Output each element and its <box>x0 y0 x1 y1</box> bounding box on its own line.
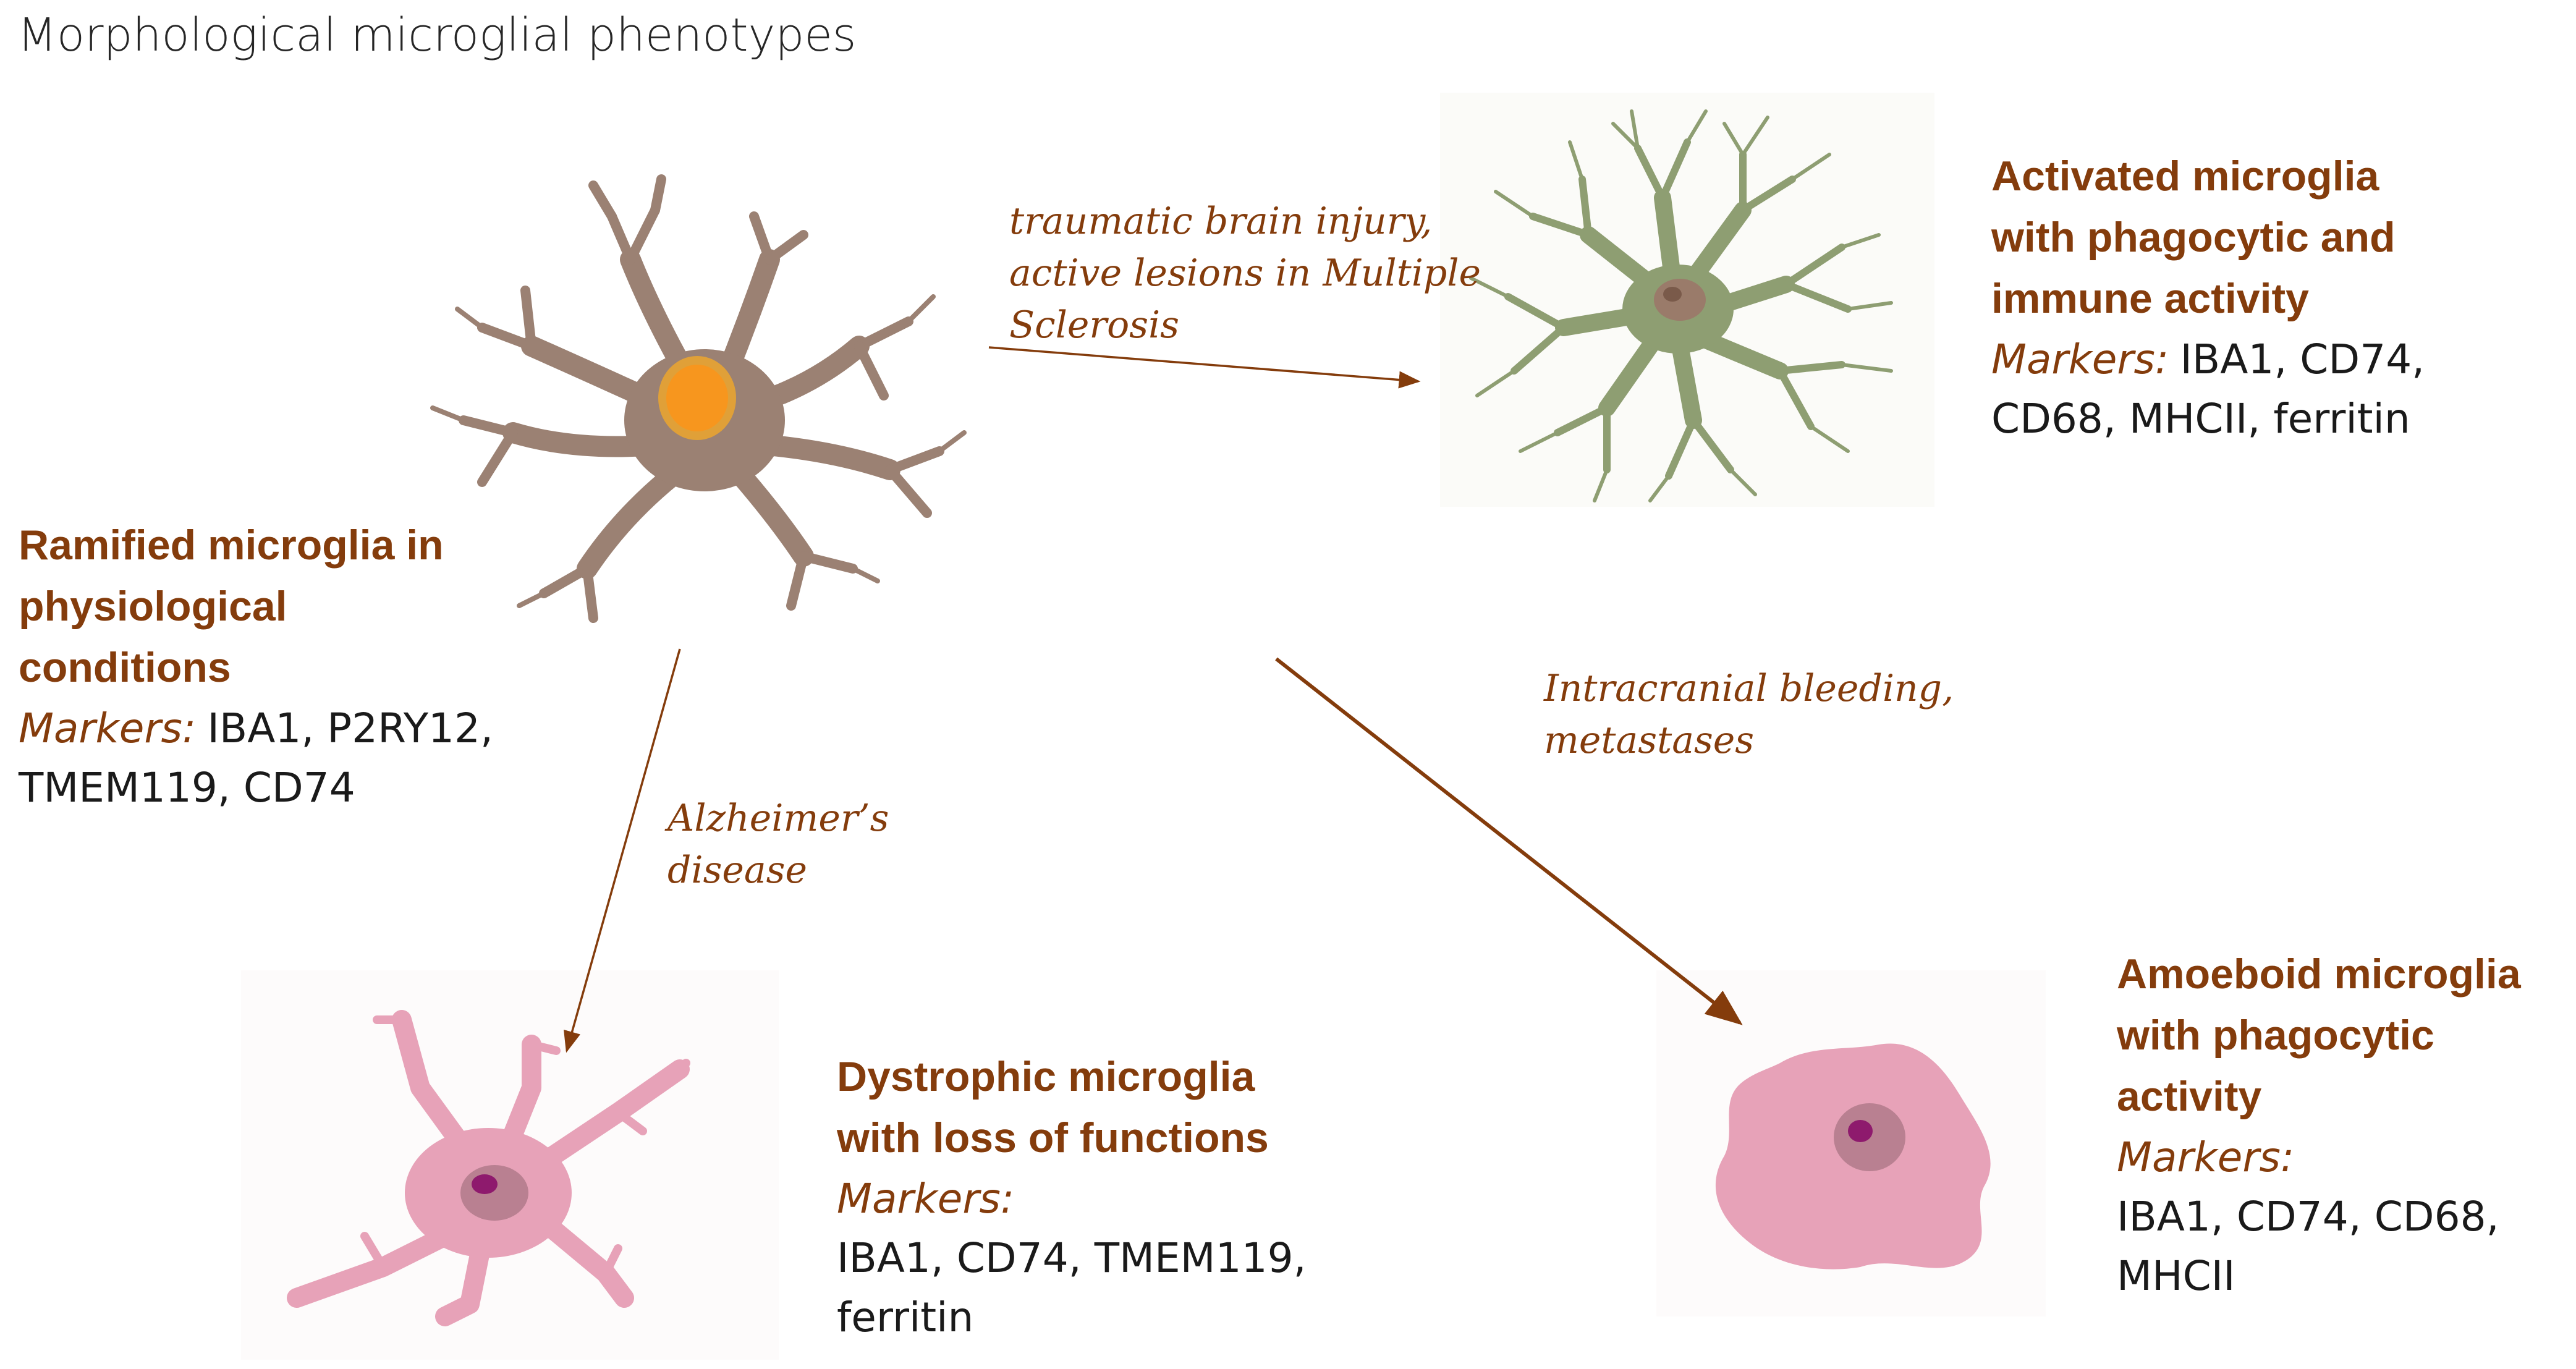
ramified-title-line: conditions <box>19 644 231 691</box>
ramified-markers-values: IBA1, P2RY12, <box>207 705 494 752</box>
activated-microglia-icon <box>1469 109 1893 502</box>
dystrophic-title-line: Dystrophic microglia <box>837 1053 1255 1100</box>
condition-label-to-activated: traumatic brain injury, active lesions i… <box>1009 195 1481 351</box>
amoeboid-microglia-icon <box>1715 1043 1991 1269</box>
ramified-title-line: physiological <box>19 583 287 630</box>
dystrophic-markers: Markers: <box>837 1169 1307 1229</box>
ramified-markers-values: TMEM119, CD74 <box>19 764 355 812</box>
activated-markers-values: CD68, MHCII, ferritin <box>1991 395 2410 443</box>
arrow-ramified-to-amoeboid <box>1275 657 1743 1025</box>
condition-line: active lesions in Multiple <box>1009 252 1481 295</box>
ramified-markers: Markers: IBA1, P2RY12, <box>19 698 493 758</box>
condition-label-to-amoeboid: Intracranial bleeding, metastases <box>1544 663 1954 766</box>
condition-line: Intracranial bleeding, <box>1544 667 1954 710</box>
dystrophic-markers-values: ferritin <box>837 1294 974 1341</box>
activated-title: Activated microglia with phagocytic and … <box>1991 146 2425 329</box>
activated-markers: Markers: IBA1, CD74, <box>1991 329 2425 389</box>
ramified-label: Ramified microglia in physiological cond… <box>19 515 493 818</box>
arrow-ramified-to-dystrophic <box>564 648 681 1053</box>
amoeboid-title: Amoeboid microglia with phagocytic activ… <box>2117 944 2576 1127</box>
ramified-microglia-icon <box>430 174 967 623</box>
arrow-ramified-to-activated <box>988 346 1421 389</box>
amoeboid-markers-values: IBA1, CD74, CD68, MHCII <box>2117 1193 2499 1300</box>
dystrophic-title-line: with loss of functions <box>837 1114 1269 1161</box>
amoeboid-title-line: with phagocytic <box>2117 1012 2434 1059</box>
activated-markers-label: Markers: <box>1991 336 2169 383</box>
amoeboid-markers: Markers: <box>2117 1127 2576 1187</box>
ramified-markers-label: Markers: <box>19 705 197 752</box>
amoeboid-title-line: activity <box>2117 1073 2262 1120</box>
dystrophic-label: Dystrophic microglia with loss of functi… <box>837 1046 1307 1347</box>
amoeboid-markers-label: Markers: <box>2117 1134 2295 1181</box>
dystrophic-microglia-icon <box>287 1010 690 1326</box>
activated-markers-values: IBA1, CD74, <box>2180 336 2425 383</box>
activated-title-line: immune activity <box>1991 275 2309 322</box>
dystrophic-markers-values: IBA1, CD74, TMEM119, <box>837 1234 1307 1282</box>
condition-line: traumatic brain injury, <box>1009 200 1433 243</box>
activated-label: Activated microglia with phagocytic and … <box>1991 146 2425 449</box>
page-title: Morphological microglial phenotypes <box>17 9 857 62</box>
activated-title-line: Activated microglia <box>1991 153 2379 200</box>
condition-line: metastases <box>1544 719 1755 762</box>
condition-label-to-dystrophic: Alzheimer’s disease <box>667 792 889 896</box>
condition-line: Sclerosis <box>1009 303 1179 347</box>
dystrophic-markers-label: Markers: <box>837 1175 1015 1223</box>
activated-title-line: with phagocytic and <box>1991 214 2396 261</box>
condition-line: disease <box>667 849 807 892</box>
ramified-title: Ramified microglia in physiological cond… <box>19 515 493 698</box>
amoeboid-label: Amoeboid microglia with phagocytic activ… <box>2117 944 2576 1306</box>
condition-line: Alzheimer’s <box>667 797 889 840</box>
amoeboid-title-line: Amoeboid microglia <box>2117 951 2521 998</box>
ramified-title-line: Ramified microglia in <box>19 522 444 569</box>
dystrophic-title: Dystrophic microglia with loss of functi… <box>837 1046 1307 1169</box>
